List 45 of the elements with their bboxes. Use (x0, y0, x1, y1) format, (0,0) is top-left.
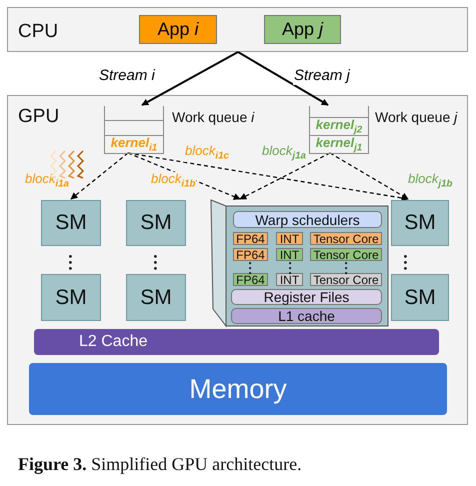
queue-label: Work queue i (172, 109, 254, 125)
unit-box: L1 cache (231, 308, 382, 324)
unit-box: INT (276, 273, 303, 286)
arrow (128, 152, 241, 200)
section-panel (7, 95, 468, 425)
edge-label: block$_{i1c}$ (184, 144, 230, 162)
sm-box: SM (391, 274, 449, 321)
section-panel (7, 7, 468, 52)
unit-box: Tensor Core (310, 232, 382, 245)
unit-box: Tensor Core (310, 248, 382, 261)
unit-box: INT (276, 248, 303, 261)
section-label: GPU (18, 106, 60, 128)
section-label: CPU (18, 21, 58, 43)
arrow (128, 152, 409, 202)
kernel-label: kernel$_{i1}$ (110, 136, 158, 153)
arrow (70, 152, 128, 200)
edge-label: block$_{j1b}$ (407, 172, 454, 190)
unit-box: FP64 (233, 248, 268, 261)
memory-bar: L2 Cache (34, 329, 439, 355)
app-box: App i (139, 15, 217, 44)
arrow (141, 51, 238, 106)
figure-caption: Figure 3. Simplified GPU architecture. (18, 454, 302, 475)
arrow (239, 152, 330, 200)
memory-bar: Memory (29, 363, 447, 415)
sm-box: SM (391, 200, 449, 246)
sm-box: SM (41, 200, 101, 246)
sm-box: SM (126, 200, 186, 246)
unit-box: Tensor Core (310, 273, 382, 286)
edge-label: block$_{j1a}$ (261, 144, 307, 162)
arrow (238, 51, 329, 106)
queue-label: Work queue j (375, 109, 458, 125)
unit-box: FP64 (233, 273, 268, 286)
unit-box: FP64 (233, 232, 268, 245)
unit-box: INT (276, 232, 303, 245)
unit-box: Register Files (231, 289, 382, 305)
work-queue (104, 106, 164, 154)
sm-box: SM (41, 274, 101, 321)
arrow (330, 152, 409, 200)
edge-label: Stream j (293, 68, 351, 84)
unit-box: Warp schedulers (233, 211, 382, 228)
kernel-label: kernel$_{j1}$ (316, 136, 362, 153)
kernel-label: kernel$_{j2}$ (316, 118, 362, 135)
sm-box: SM (126, 274, 186, 321)
app-box: App j (264, 15, 341, 44)
work-queue (309, 106, 369, 154)
